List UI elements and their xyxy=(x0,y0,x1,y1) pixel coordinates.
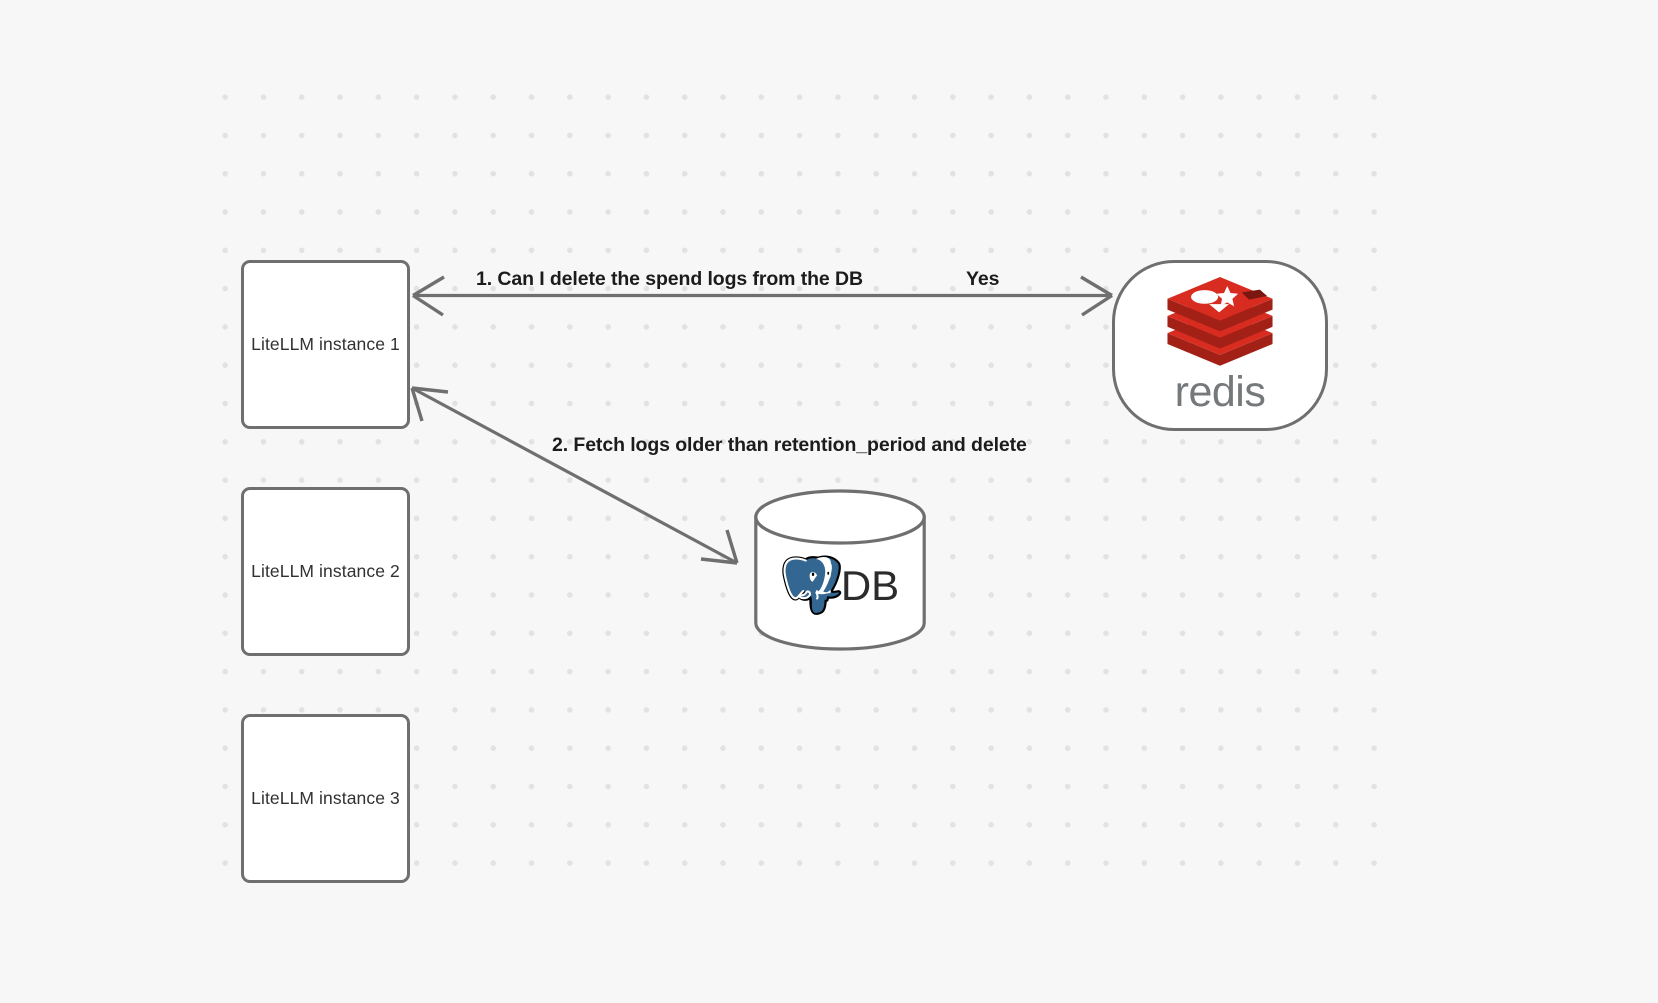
edge-arrowhead-right xyxy=(1080,275,1113,317)
node-database[interactable]: DB xyxy=(753,489,927,651)
edge-arrowhead-left xyxy=(412,275,445,317)
edge-label-db-fetch: 2. Fetch logs older than retention_perio… xyxy=(552,434,1027,456)
redis-wordmark: redis xyxy=(1174,368,1266,416)
node-litellm-instance-1[interactable]: LiteLLM instance 1 xyxy=(241,260,410,429)
node-redis[interactable]: redis xyxy=(1112,260,1328,431)
database-cylinder-shape xyxy=(754,489,926,651)
redis-logo-icon xyxy=(1167,277,1273,366)
database-label: DB xyxy=(840,562,900,609)
node-label: LiteLLM instance 2 xyxy=(251,561,400,581)
edge-arrowhead-lower xyxy=(700,529,739,565)
edge-arrowhead-upper xyxy=(410,386,449,422)
node-label: LiteLLM instance 3 xyxy=(251,788,400,808)
edge-label-redis-answer: Yes xyxy=(966,268,1000,290)
node-label: LiteLLM instance 1 xyxy=(251,334,400,354)
node-litellm-instance-2[interactable]: LiteLLM instance 2 xyxy=(241,487,410,656)
edge-line xyxy=(411,386,738,565)
postgresql-elephant-icon xyxy=(782,555,841,615)
edge-label-redis-question: 1. Can I delete the spend logs from the … xyxy=(476,268,863,290)
edge-litellm1-redis[interactable] xyxy=(412,275,1113,317)
database-logo-row: DB xyxy=(753,541,927,631)
edge-litellm1-db[interactable] xyxy=(410,386,739,565)
node-litellm-instance-3[interactable]: LiteLLM instance 3 xyxy=(241,714,410,883)
